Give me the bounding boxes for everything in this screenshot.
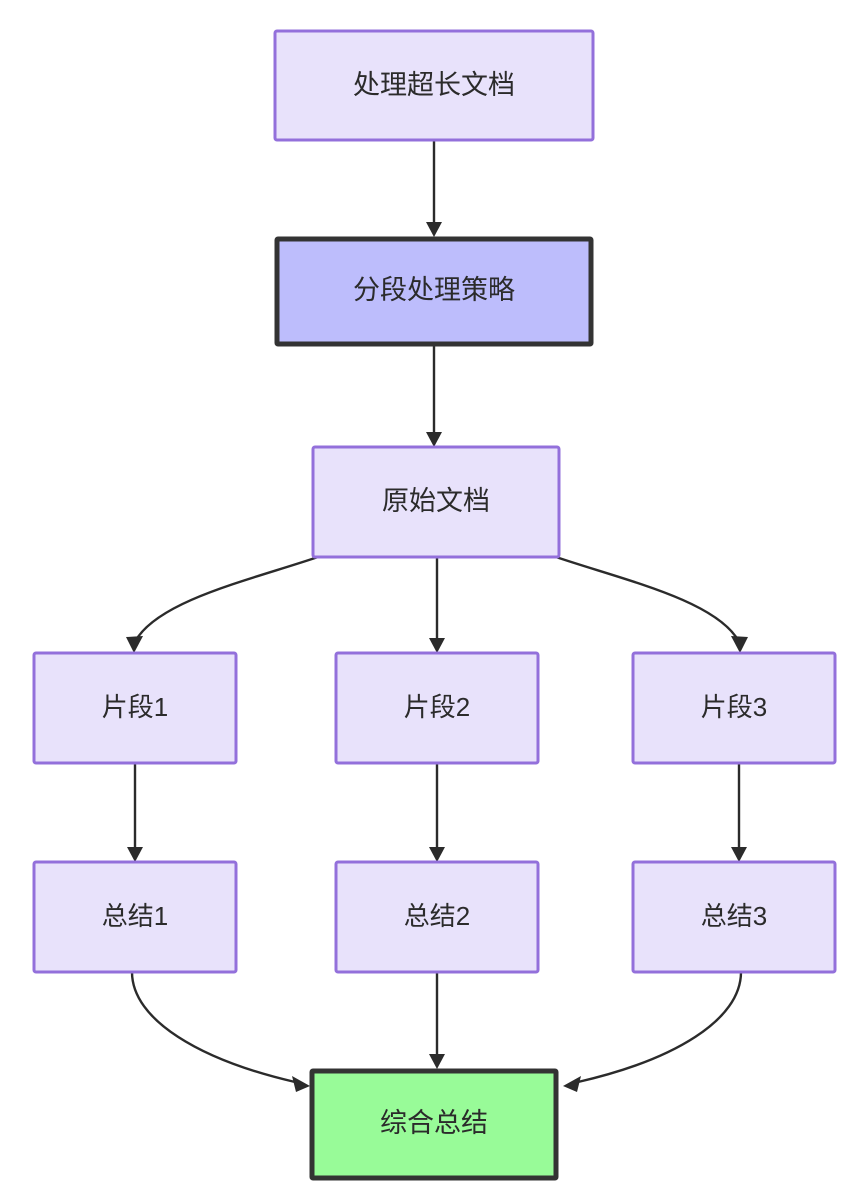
arrow-head-icon (127, 847, 143, 862)
node-summary-3-shape[interactable] (631, 860, 837, 974)
node-chunk-3-shape[interactable] (631, 651, 837, 765)
edge-chunk-2-to-summary-2 (429, 763, 445, 862)
node-strategy[interactable]: 分段处理策略 (274, 236, 594, 347)
arrow-head-icon (429, 1054, 445, 1069)
edge-summary-2-to-final-summary (429, 972, 445, 1069)
node-chunk-2-shape[interactable] (334, 651, 540, 765)
arrow-head-icon (731, 636, 748, 653)
edge-line (555, 555, 740, 641)
node-summary-2[interactable]: 总结2 (334, 860, 540, 974)
edge-strategy-to-source-doc (426, 346, 442, 447)
edge-chunk-1-to-summary-1 (127, 763, 143, 862)
arrow-head-icon (426, 222, 442, 237)
node-source-doc[interactable]: 原始文档 (311, 445, 561, 559)
node-start[interactable]: 处理超长文档 (273, 29, 595, 142)
node-chunk-2[interactable]: 片段2 (334, 651, 540, 765)
node-chunk-1[interactable]: 片段1 (32, 651, 238, 765)
node-chunk-3[interactable]: 片段3 (631, 651, 837, 765)
node-final-summary[interactable]: 综合总结 (309, 1068, 559, 1181)
node-start-shape[interactable] (273, 29, 595, 142)
edge-line (130, 971, 296, 1084)
node-source-doc-shape[interactable] (311, 445, 561, 559)
edge-source-doc-to-chunk-3 (555, 555, 748, 653)
node-strategy-shape[interactable] (274, 236, 594, 347)
edge-summary-3-to-final-summary (563, 971, 743, 1092)
arrow-head-icon (429, 847, 445, 862)
arrow-head-icon (563, 1076, 581, 1092)
edge-layer (126, 140, 748, 1092)
node-summary-3[interactable]: 总结3 (631, 860, 837, 974)
node-summary-1[interactable]: 总结1 (32, 860, 238, 974)
arrow-head-icon (126, 636, 143, 653)
arrow-head-icon (731, 847, 747, 862)
arrow-head-icon (292, 1076, 310, 1092)
arrow-head-icon (426, 432, 442, 447)
node-summary-1-shape[interactable] (32, 860, 238, 974)
node-summary-2-shape[interactable] (334, 860, 540, 974)
node-chunk-1-shape[interactable] (32, 651, 238, 765)
arrow-head-icon (429, 638, 445, 653)
edge-start-to-strategy (426, 140, 442, 237)
edge-chunk-3-to-summary-3 (731, 763, 747, 862)
edge-source-doc-to-chunk-1 (126, 555, 319, 653)
edge-line (134, 555, 319, 641)
edge-line (577, 971, 743, 1084)
node-final-summary-shape[interactable] (309, 1068, 559, 1181)
edge-summary-1-to-final-summary (130, 971, 310, 1092)
edge-source-doc-to-chunk-2 (429, 557, 445, 653)
